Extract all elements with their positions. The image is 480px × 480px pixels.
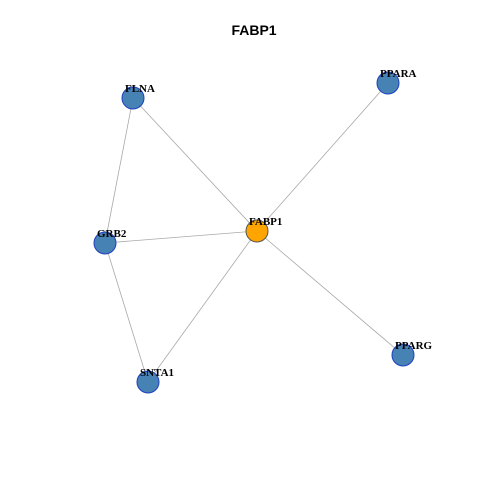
node-snta1[interactable]: [136, 370, 160, 394]
edge-grb2-snta1: [104, 242, 149, 383]
edges-layer: [104, 82, 404, 383]
node-label-pparg: PPARG: [395, 340, 433, 352]
graph-title: FABP1: [231, 22, 276, 38]
node-label-snta1: SNTA1: [140, 367, 174, 379]
node-label-flna: FLNA: [125, 83, 155, 95]
node-pparg[interactable]: [391, 343, 415, 367]
nodes-layer: [93, 71, 415, 394]
edge-fabp1-flna: [132, 97, 258, 232]
edge-fabp1-ppara: [256, 82, 389, 232]
node-fabp1[interactable]: [245, 219, 269, 243]
node-label-fabp1: FABP1: [249, 216, 282, 228]
node-label-ppara: PPARA: [380, 68, 417, 80]
edge-flna-grb2: [104, 97, 134, 244]
node-ppara[interactable]: [376, 71, 400, 95]
node-flna[interactable]: [121, 86, 145, 110]
edge-fabp1-snta1: [147, 230, 258, 383]
edge-fabp1-pparg: [256, 230, 404, 356]
node-label-grb2: GRB2: [97, 228, 127, 240]
node-grb2[interactable]: [93, 231, 117, 255]
edge-fabp1-grb2: [104, 230, 258, 244]
